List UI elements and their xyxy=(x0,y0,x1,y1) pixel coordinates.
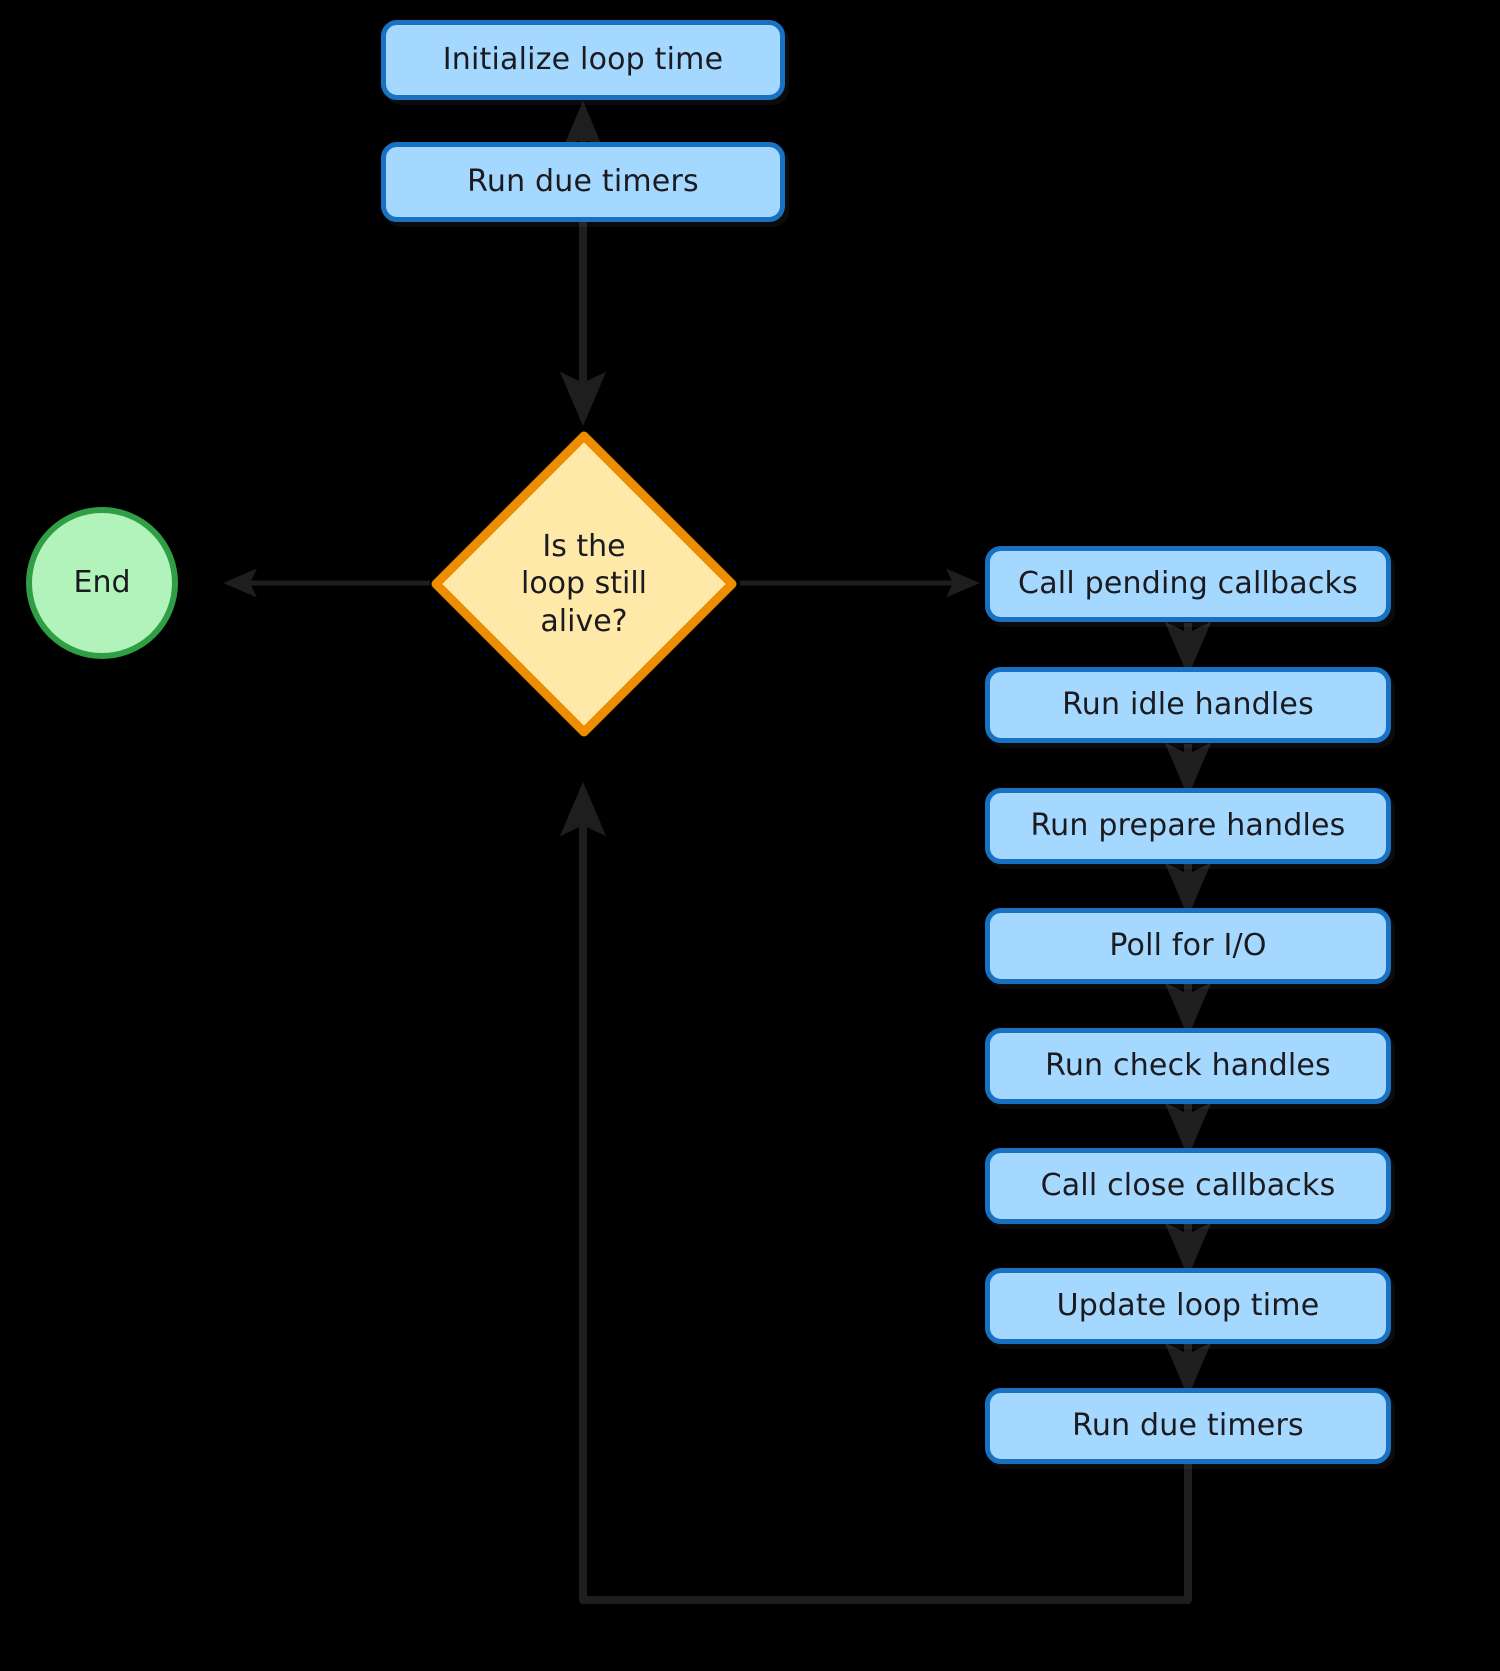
node-label: Run check handles xyxy=(1045,1047,1331,1083)
node-run-due-timers-top[interactable]: Run due timers xyxy=(381,142,785,222)
node-call-pending-callbacks[interactable]: Call pending callbacks xyxy=(985,546,1391,622)
node-loop-alive-decision[interactable]: Is the loop still alive? xyxy=(428,428,740,740)
node-run-idle-handles[interactable]: Run idle handles xyxy=(985,667,1391,743)
node-label: Initialize loop time xyxy=(442,41,724,77)
node-end[interactable]: End xyxy=(26,507,178,659)
node-initialize-loop-time[interactable]: Initialize loop time xyxy=(381,20,785,100)
node-label: Is the loop still alive? xyxy=(520,529,648,639)
diamond-shape xyxy=(431,431,737,737)
node-label: Run due timers xyxy=(1072,1407,1304,1443)
node-label: Call close callbacks xyxy=(1040,1167,1336,1203)
node-update-loop-time[interactable]: Update loop time xyxy=(985,1268,1391,1344)
node-run-prepare-handles[interactable]: Run prepare handles xyxy=(985,788,1391,864)
node-label: Run prepare handles xyxy=(1030,807,1346,843)
node-label: Call pending callbacks xyxy=(1018,565,1358,601)
node-label: Update loop time xyxy=(1056,1287,1320,1323)
node-label: Run due timers xyxy=(467,163,699,199)
node-label: End xyxy=(73,564,131,600)
node-run-due-timers-bottom[interactable]: Run due timers xyxy=(985,1388,1391,1464)
node-call-close-callbacks[interactable]: Call close callbacks xyxy=(985,1148,1391,1224)
node-poll-for-io[interactable]: Poll for I/O xyxy=(985,908,1391,984)
node-label: Poll for I/O xyxy=(1109,927,1267,963)
node-label: Run idle handles xyxy=(1062,686,1314,722)
node-run-check-handles[interactable]: Run check handles xyxy=(985,1028,1391,1104)
